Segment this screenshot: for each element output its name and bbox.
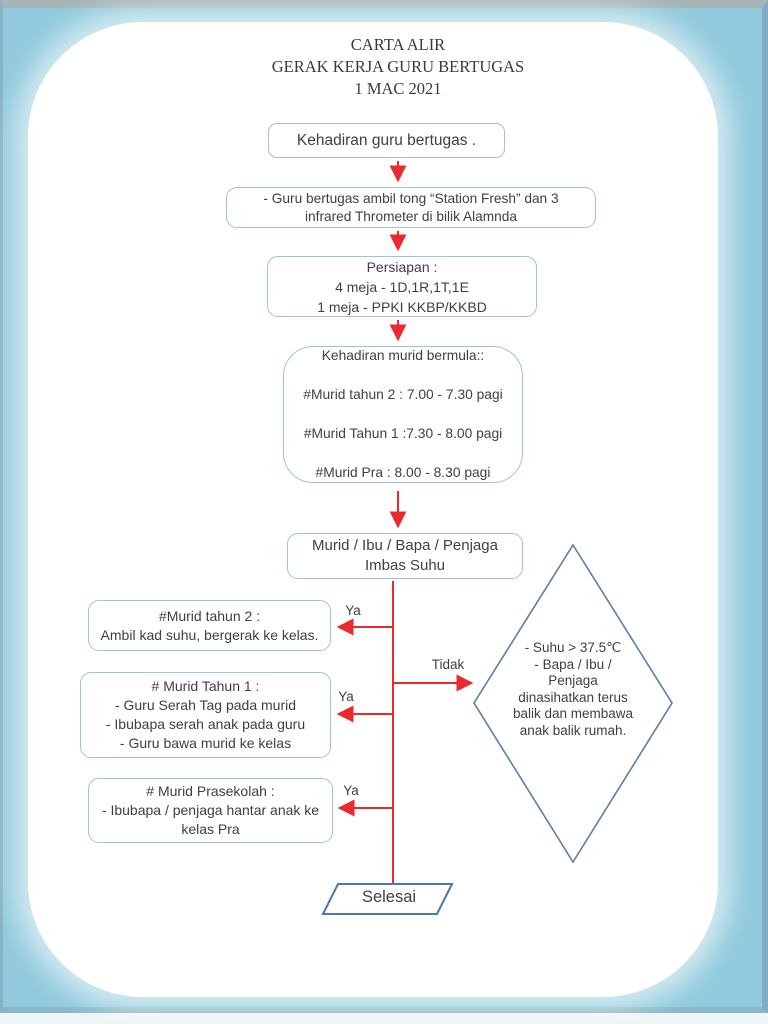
title-line-3: 1 MAC 2021 [354,79,442,98]
end-node-text: Selesai [361,888,417,906]
murid-tahun2-node: #Murid tahun 2 : Ambil kad suhu, bergera… [88,600,331,651]
murid-prasekolah-node: # Murid Prasekolah : - Ibubapa / penjaga… [88,778,333,843]
label-ya-2: Ya [338,689,354,704]
title-line-2: GERAK KERJA GURU BERTUGAS [271,57,525,76]
label-ya-1: Ya [345,603,361,618]
murid-tahun1-node: # Murid Tahun 1 : - Guru Serah Tag pada … [80,672,331,758]
chart-title: CARTA ALIR GERAK KERJA GURU BERTUGAS 1 M… [28,34,768,100]
label-ya-3: Ya [343,783,359,798]
title-line-1: CARTA ALIR [350,35,446,54]
kehadiran-murid-node: Kehadiran murid bermula:: #Murid tahun 2… [283,346,523,483]
decision-diamond-text: - Suhu > 37.5℃ - Bapa / Ibu / Penjaga di… [512,640,634,738]
persiapan-node: Persiapan : 4 meja - 1D,1R,1T,1E 1 meja … [267,256,537,317]
imbas-suhu-node: Murid / Ibu / Bapa / Penjaga Imbas Suhu [287,533,523,579]
collect-equipment-node: - Guru bertugas ambil tong “Station Fres… [226,187,596,228]
label-tidak: Tidak [431,657,465,672]
document-page [28,22,718,997]
start-node: Kehadiran guru bertugas . [268,123,505,158]
